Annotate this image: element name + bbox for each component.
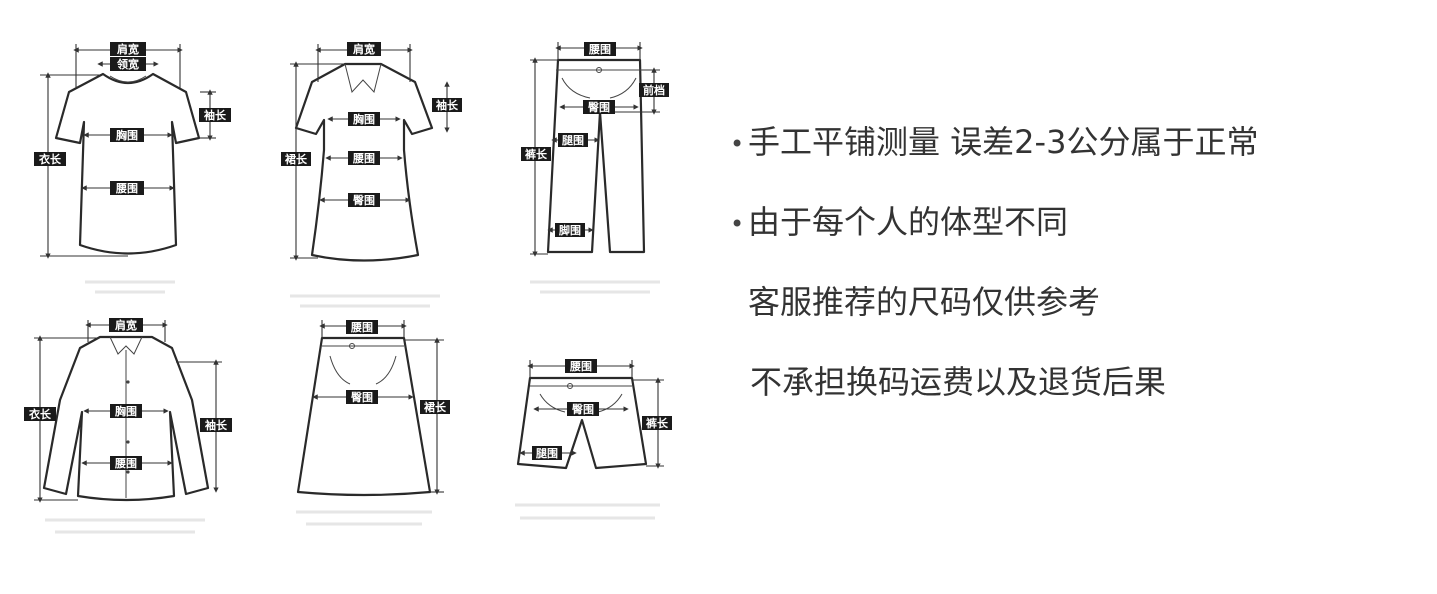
skirt-labels: 腰围 臀围 裙长 bbox=[346, 320, 450, 414]
size-measurement-diagram: 肩宽 领宽 袖长 衣长 胸围 腰围 肩宽 袖长 裙长 胸围 bbox=[24, 42, 672, 534]
skirt-figure bbox=[296, 320, 444, 526]
shorts-figure bbox=[515, 360, 664, 520]
shirt-figure bbox=[34, 320, 222, 534]
measurement-notes: •手工平铺测量 误差2-3公分属于正常 •由于每个人的体型不同 客服推荐的尺码仅… bbox=[730, 122, 1410, 442]
label-waist: 腰围 bbox=[588, 43, 611, 56]
label-hip: 臀围 bbox=[572, 402, 594, 416]
dress-labels: 肩宽 袖长 裙长 胸围 腰围 臀围 bbox=[281, 42, 462, 207]
tshirt-figure bbox=[40, 44, 216, 294]
note-size-reference: 客服推荐的尺码仅供参考 bbox=[730, 282, 1410, 322]
label-waist: 腰围 bbox=[350, 321, 373, 334]
label-clothing-length: 衣长 bbox=[29, 407, 52, 421]
label-skirt-length: 裙长 bbox=[424, 400, 447, 414]
label-shoulder-width: 肩宽 bbox=[353, 42, 375, 56]
label-pants-length: 裤长 bbox=[524, 147, 548, 161]
pants-labels: 腰围 前档 裤长 臀围 腿围 脚围 bbox=[521, 42, 669, 237]
dress-figure bbox=[290, 44, 450, 308]
label-waist: 腰围 bbox=[114, 457, 137, 470]
label-sleeve-length: 袖长 bbox=[205, 418, 228, 432]
note-measurement-error: •手工平铺测量 误差2-3公分属于正常 bbox=[730, 122, 1410, 162]
note-body-type: •由于每个人的体型不同 bbox=[730, 202, 1410, 242]
label-thigh: 腿围 bbox=[536, 447, 558, 460]
note-no-liability: 不承担换码运费以及退货后果 bbox=[730, 362, 1410, 402]
label-chest: 胸围 bbox=[353, 112, 375, 126]
bullet: • bbox=[730, 130, 745, 158]
label-sleeve-length: 袖长 bbox=[436, 98, 459, 112]
label-chest: 胸围 bbox=[115, 404, 137, 418]
label-chest: 胸围 bbox=[116, 128, 138, 142]
label-hip: 臀围 bbox=[588, 100, 610, 114]
pants-figure bbox=[530, 42, 660, 294]
label-waist: 腰围 bbox=[569, 360, 592, 373]
label-hip: 臀围 bbox=[353, 193, 375, 207]
label-waist: 腰围 bbox=[115, 182, 138, 195]
note-text: 不承担换码运费以及退货后果 bbox=[750, 363, 1167, 401]
label-sleeve-length: 袖长 bbox=[204, 108, 227, 122]
label-shoulder-width: 肩宽 bbox=[115, 318, 137, 332]
shorts-labels: 腰围 臀围 裤长 腿围 bbox=[532, 359, 672, 460]
label-shoulder-width: 肩宽 bbox=[117, 42, 139, 56]
shirt-labels: 肩宽 衣长 袖长 胸围 腰围 bbox=[24, 318, 232, 470]
label-front-rise: 前档 bbox=[643, 83, 665, 97]
note-text: 由于每个人的体型不同 bbox=[748, 203, 1069, 241]
bullet: • bbox=[730, 210, 745, 238]
label-clothing-length: 衣长 bbox=[39, 152, 62, 166]
label-waist: 腰围 bbox=[352, 152, 375, 165]
label-hem: 脚围 bbox=[559, 223, 581, 237]
label-skirt-length: 裙长 bbox=[285, 152, 308, 166]
tshirt-labels: 肩宽 领宽 袖长 衣长 胸围 腰围 bbox=[34, 42, 231, 195]
note-text: 客服推荐的尺码仅供参考 bbox=[748, 283, 1101, 321]
label-collar-width: 领宽 bbox=[116, 57, 139, 71]
label-pants-length: 裤长 bbox=[645, 416, 669, 430]
note-text: 手工平铺测量 误差2-3公分属于正常 bbox=[748, 123, 1259, 161]
label-hip: 臀围 bbox=[351, 390, 373, 404]
label-thigh: 腿围 bbox=[562, 134, 584, 147]
